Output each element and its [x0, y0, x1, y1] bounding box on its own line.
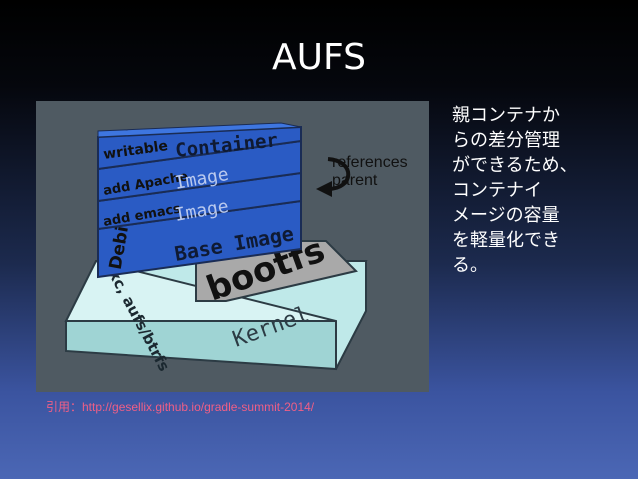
side-description: 親コンテナか らの差分管理 ができるため、 コンテナイ メージの容量 を軽量化で… — [452, 103, 612, 278]
references-arrow — [327, 157, 351, 191]
references-arrowhead — [316, 181, 332, 197]
slide-title: AUFS — [272, 37, 366, 78]
side-text-line: る。 — [452, 255, 488, 276]
references-label-line2: parent — [332, 172, 378, 189]
side-text-line: メージの容量 — [452, 205, 560, 226]
side-text-line: ができるため、 — [452, 155, 578, 176]
side-text-line: コンテナイ — [452, 180, 542, 201]
diagram-canvas: Kernel lxc, aufs/btrfs bootfs Debian Bas… — [64, 122, 408, 374]
citation-source: 引用：http://gesellix.github.io/gradle-summ… — [46, 400, 315, 414]
references-label-line1: references — [332, 154, 408, 171]
side-text-line: を軽量化でき — [452, 230, 560, 251]
container-layer-top — [97, 122, 302, 138]
side-text-line: らの差分管理 — [452, 130, 560, 151]
aufs-layer-diagram: Kernel lxc, aufs/btrfs bootfs Debian Bas… — [36, 101, 429, 392]
side-text-line: 親コンテナか — [452, 105, 560, 126]
